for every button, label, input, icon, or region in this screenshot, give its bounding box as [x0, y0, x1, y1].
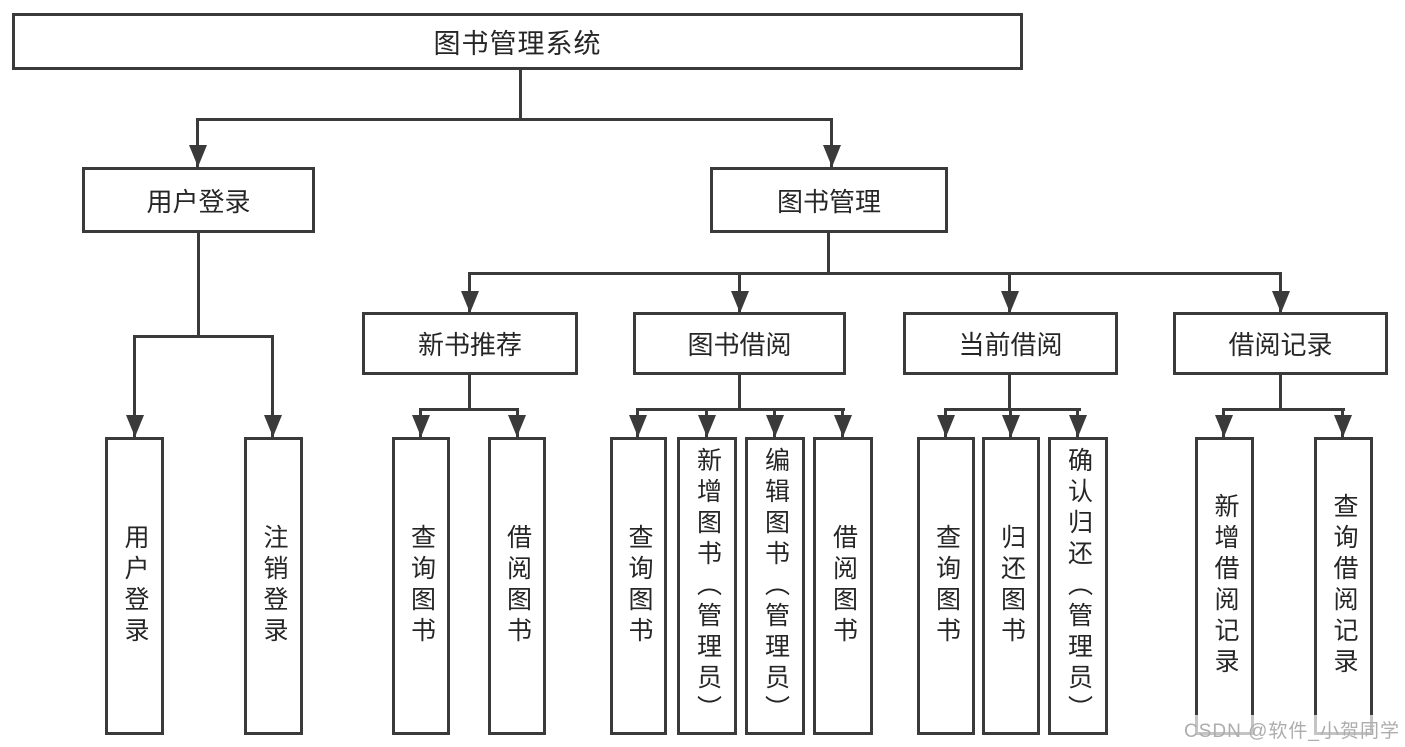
leaf-confirm-return-admin: 确认归还（管理员）: [1048, 437, 1108, 735]
node-book-borrow: 图书借阅: [633, 312, 846, 375]
connector-stem: [827, 233, 830, 272]
connector-rail: [419, 408, 519, 411]
root-box-library-system: 图书管理系统: [12, 13, 1023, 70]
arrow-down-icon: [461, 291, 479, 313]
connector-stem: [197, 233, 200, 335]
leaf-add-book-admin: 新增图书（管理员）: [677, 437, 737, 735]
arrow-down-icon: [937, 415, 955, 437]
leaf-user-login: 用户登录: [105, 437, 164, 735]
leaf-logout: 注销登录: [244, 437, 303, 735]
leaf-borrow-books-recommend: 借阅图书: [488, 437, 546, 735]
connector-stem: [468, 375, 471, 408]
connector-rail: [468, 272, 1282, 275]
connector-drop: [271, 335, 274, 437]
node-new-book-recommend: 新书推荐: [362, 312, 578, 375]
connector-rail: [636, 408, 845, 411]
leaf-query-books-borrow: 查询图书: [610, 437, 667, 735]
arrow-down-icon: [508, 415, 526, 437]
node-current-borrow: 当前借阅: [903, 312, 1118, 375]
connector-stem: [738, 375, 741, 408]
node-user-login: 用户登录: [82, 167, 315, 233]
arrow-down-icon: [823, 145, 841, 167]
connector-stem: [1008, 375, 1011, 408]
leaf-query-borrow-record: 查询借阅记录: [1314, 437, 1373, 735]
leaf-query-books-recommend: 查询图书: [392, 437, 450, 735]
connector-rail: [1222, 408, 1345, 411]
arrow-down-icon: [629, 415, 647, 437]
connector-drop: [196, 118, 199, 167]
node-book-management: 图书管理: [710, 167, 948, 233]
arrow-down-icon: [834, 415, 852, 437]
leaf-query-books-current: 查询图书: [917, 437, 975, 735]
arrow-down-icon: [766, 415, 784, 437]
arrow-down-icon: [1215, 415, 1233, 437]
arrow-down-icon: [1334, 415, 1352, 437]
arrow-down-icon: [412, 415, 430, 437]
arrow-down-icon: [698, 415, 716, 437]
connector-drop: [830, 118, 833, 167]
arrow-down-icon: [1002, 415, 1020, 437]
connector-drop: [133, 335, 136, 437]
leaf-add-borrow-record: 新增借阅记录: [1195, 437, 1254, 735]
arrow-down-icon: [1001, 291, 1019, 313]
arrow-down-icon: [1272, 291, 1290, 313]
connector-stem: [519, 70, 522, 118]
connector-rail: [196, 118, 833, 121]
arrow-down-icon: [264, 415, 282, 437]
leaf-return-book: 归还图书: [982, 437, 1040, 735]
node-borrow-records: 借阅记录: [1173, 312, 1388, 375]
csdn-watermark: CSDN @软件_小贺同学: [1182, 715, 1402, 744]
arrow-down-icon: [731, 291, 749, 313]
arrow-down-icon: [1069, 415, 1087, 437]
arrow-down-icon: [189, 145, 207, 167]
connector-rail: [944, 408, 1081, 411]
connector-stem: [1279, 375, 1282, 408]
connector-rail: [133, 335, 274, 338]
arrow-down-icon: [126, 415, 144, 437]
leaf-borrow-books: 借阅图书: [813, 437, 873, 735]
leaf-edit-book-admin: 编辑图书（管理员）: [745, 437, 805, 735]
